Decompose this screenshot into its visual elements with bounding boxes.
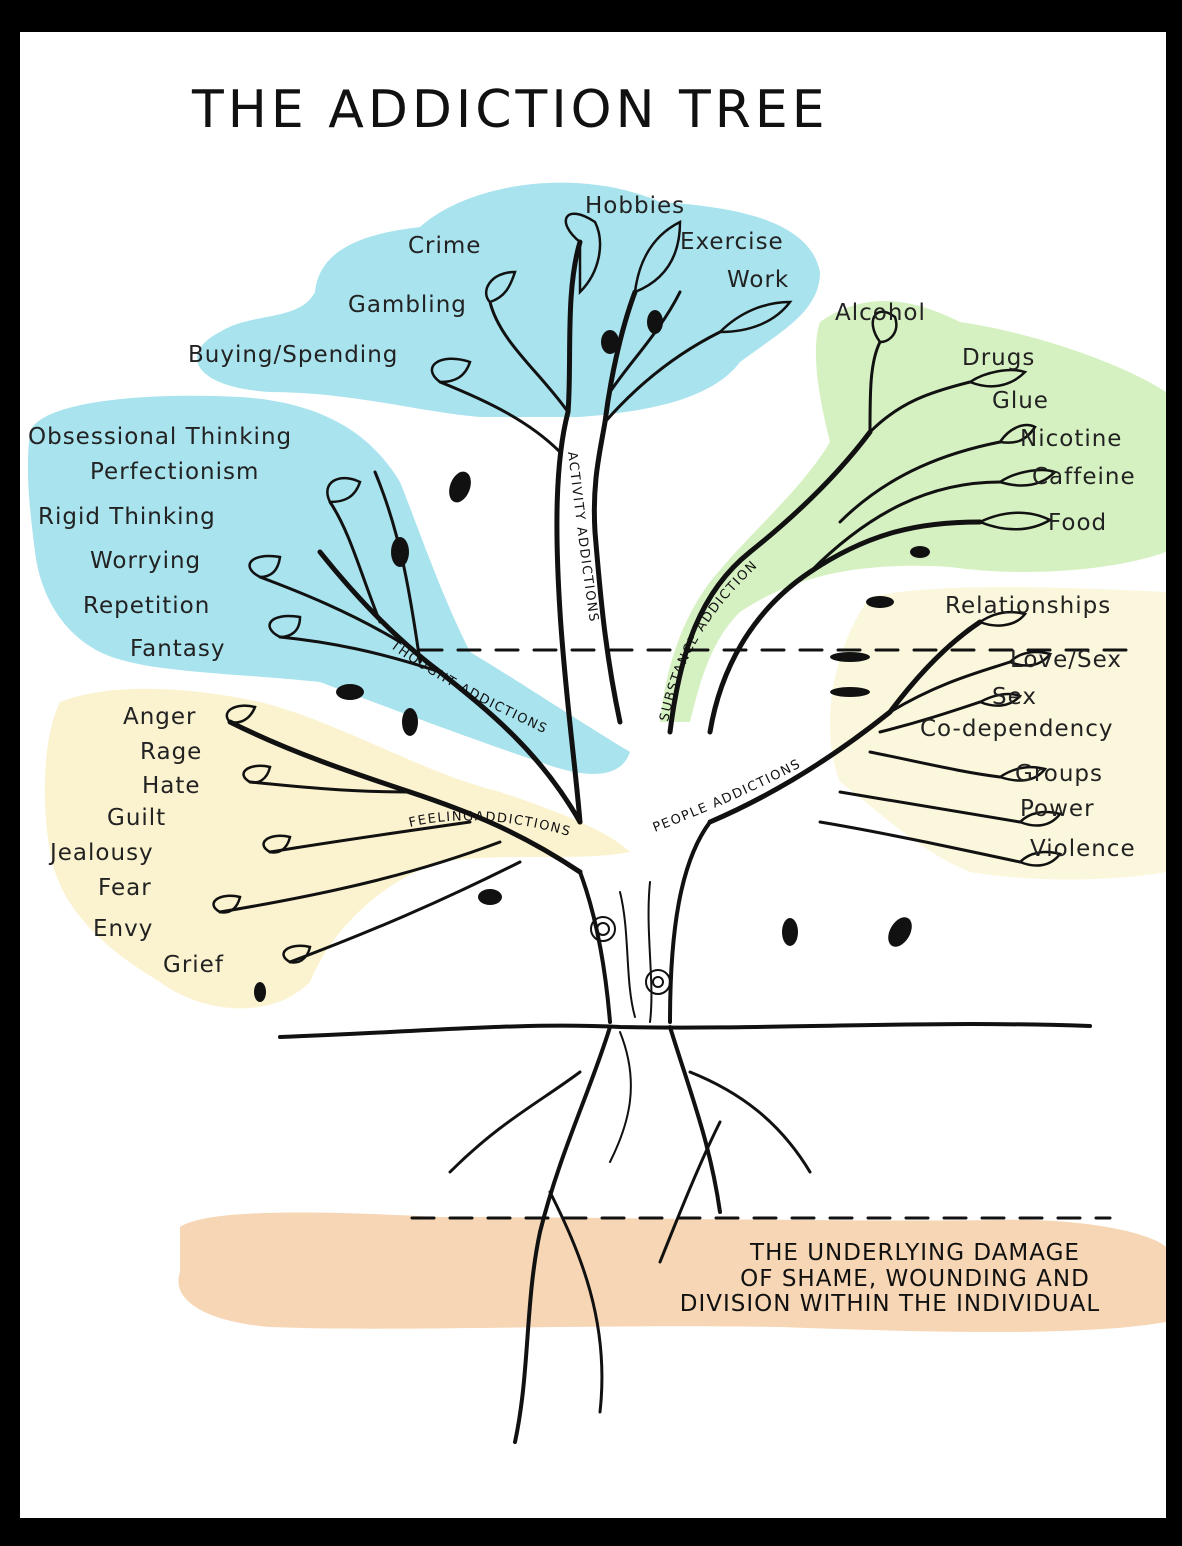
label-hate: Hate [142, 773, 201, 799]
ground-line [278, 1022, 1092, 1039]
leaf-outline [977, 692, 1023, 707]
leaf [478, 889, 502, 905]
label-guilt: Guilt [107, 805, 167, 831]
label-love-sex: Love/Sex [1010, 647, 1122, 673]
label-glue: Glue [992, 388, 1049, 414]
label-violence: Violence [1030, 836, 1136, 862]
leaf [647, 310, 663, 334]
people-branch [707, 619, 983, 825]
label-hobbies: Hobbies [585, 193, 686, 219]
substance-branch [667, 429, 873, 735]
label-work: Work [727, 267, 790, 293]
label-nicotine: Nicotine [1020, 426, 1123, 452]
leaf-outline [977, 610, 1028, 627]
label-perfectionism: Perfectionism [90, 459, 260, 485]
leaf-outline [564, 212, 602, 296]
leaf-outline [967, 368, 1028, 388]
leaf-outline [225, 704, 257, 724]
people-region [830, 587, 1166, 880]
leaf-outline [997, 468, 1058, 487]
label-caffeine: Caffeine [1032, 464, 1136, 490]
label-groups: Groups [1015, 761, 1104, 787]
label-crime: Crime [408, 233, 482, 259]
leaf-outline [976, 511, 1053, 531]
label-co-dependency: Co-dependency [920, 716, 1114, 742]
leaf-outline [248, 554, 282, 579]
leaf-outline [262, 834, 292, 854]
label-grief: Grief [163, 952, 224, 978]
label-alcohol: Alcohol [835, 300, 926, 326]
leaf-outline [268, 614, 302, 639]
leaf [391, 537, 409, 567]
leaf-outline [212, 894, 242, 914]
leaf [449, 471, 471, 503]
leaf-outline [326, 476, 362, 504]
label-drugs: Drugs [962, 345, 1036, 371]
label-anger: Anger [123, 704, 197, 730]
leaf [601, 330, 619, 354]
leaf [830, 652, 870, 662]
label-worrying: Worrying [90, 548, 202, 574]
label-fantasy: Fantasy [130, 636, 226, 662]
substance-region [660, 301, 1166, 722]
leaf-outline [997, 765, 1048, 782]
leaf [910, 546, 930, 558]
trunk-left [578, 870, 612, 1024]
leaf [888, 917, 912, 947]
label-envy: Envy [93, 916, 154, 942]
label-relationships: Relationships [945, 593, 1112, 619]
leaf-outline [242, 764, 272, 784]
roots-text-line-3: DIVISION WITHIN THE INDIVIDUAL [679, 1291, 1101, 1317]
leaf-outline [282, 944, 312, 964]
people-branch-label: PEOPLE ADDICTIONS [651, 757, 804, 836]
leaf-outline [997, 423, 1037, 444]
label-fear: Fear [98, 875, 152, 901]
leaf-outline [1017, 810, 1063, 827]
leaf [336, 684, 364, 700]
leaf-outline [633, 219, 682, 294]
leaf [830, 687, 870, 697]
label-sex: Sex [992, 684, 1037, 710]
leaf [402, 708, 418, 736]
roots-region [178, 1212, 1166, 1332]
feeling-region [44, 688, 630, 1009]
activity-branch [554, 239, 583, 825]
label-repetition: Repetition [83, 593, 211, 619]
label-exercise: Exercise [680, 229, 784, 255]
label-buying-spending: Buying/Spending [188, 342, 399, 368]
leaf-outline [430, 357, 472, 384]
label-power: Power [1020, 796, 1095, 822]
leaf [254, 982, 266, 1002]
label-obsessional-thinking: Obsessional Thinking [28, 424, 293, 450]
leaf [866, 596, 894, 608]
leaf-outline [871, 310, 898, 344]
page-title: THE ADDICTION TREE [192, 80, 829, 140]
tree-illustration: ACTIVITY ADDICTIONS THOUGHT ADDICTIONS S… [27, 182, 1166, 1444]
label-rage: Rage [140, 739, 203, 765]
thought-region [27, 395, 630, 774]
roots [513, 1025, 612, 1444]
leaf-outline [484, 270, 517, 304]
activity-region [197, 182, 820, 417]
label-jealousy: Jealousy [50, 840, 154, 866]
trunk-right [668, 820, 712, 1024]
label-gambling: Gambling [348, 292, 467, 318]
roots-text-line-1: THE UNDERLYING DAMAGE [750, 1240, 1080, 1266]
leaf [782, 918, 798, 946]
leaf-outline [716, 300, 793, 334]
leaf-outline [1017, 850, 1063, 867]
poster: ACTIVITY ADDICTIONS THOUGHT ADDICTIONS S… [20, 32, 1166, 1518]
roots-text-line-2: OF SHAME, WOUNDING AND [740, 1266, 1090, 1292]
label-food: Food [1048, 510, 1108, 536]
leaf-outline [1007, 650, 1053, 667]
label-rigid-thinking: Rigid Thinking [38, 504, 216, 530]
